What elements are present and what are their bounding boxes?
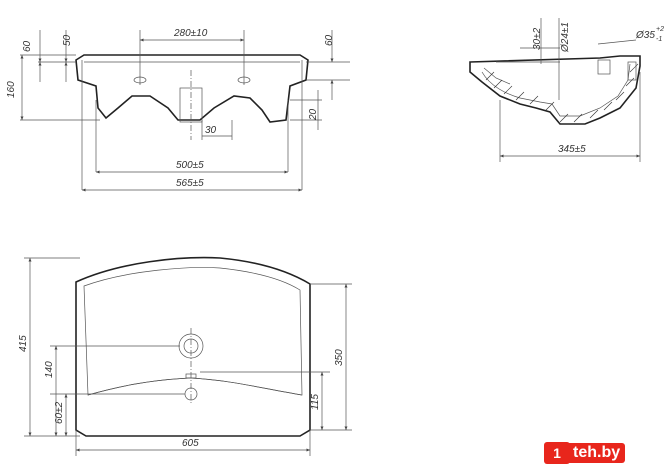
dim-depth-60-right: 60 [324,34,335,46]
dim-d35: Ø35 [635,30,655,41]
top-view-outline [75,256,311,437]
dim-offset-20: 20 [308,108,319,121]
teh-by-watermark: 1 teh.by [544,441,662,465]
side-mixer-hole [597,59,611,75]
dim-30-2: 30±2 [532,27,543,50]
top-view: 415 140 60±2 350 115 605 [18,256,352,456]
dim-length-350: 350 [334,349,345,366]
watermark-badge: 1 [544,442,570,464]
dim-inner-width: 500±5 [176,160,204,171]
dim-depth-50: 50 [62,34,73,46]
dim-height-160: 160 [6,81,17,98]
dim-d35-tol-minus: -1 [656,36,662,43]
basin-inner [83,267,303,396]
dim-length-415: 415 [18,335,29,352]
dim-overall-width: 565±5 [176,178,204,189]
front-view-outline [75,54,309,123]
front-view: 280±10 500±5 565±5 30 60 50 160 60 20 [6,28,350,192]
side-section-outline [469,55,641,125]
dim-115: 115 [310,394,321,410]
side-section-view: 30±2 Ø24±1 Ø35 +2 -1 345±5 [469,18,664,162]
watermark-text: teh.by [568,443,626,463]
dim-d35-tol-plus: +2 [656,26,664,33]
dim-60-2: 60±2 [54,401,65,424]
section-hatching [485,63,639,123]
dim-width-605: 605 [182,438,199,449]
dim-140: 140 [44,361,55,378]
overflow-hole [627,61,637,81]
dim-depth-345: 345±5 [558,144,586,155]
dim-holes-spacing: 280±10 [173,28,208,39]
dim-d24: Ø24±1 [560,22,571,53]
dim-drain: 30 [205,125,217,136]
dim-depth-60-left: 60 [22,40,33,52]
side-section-inner [481,63,631,117]
